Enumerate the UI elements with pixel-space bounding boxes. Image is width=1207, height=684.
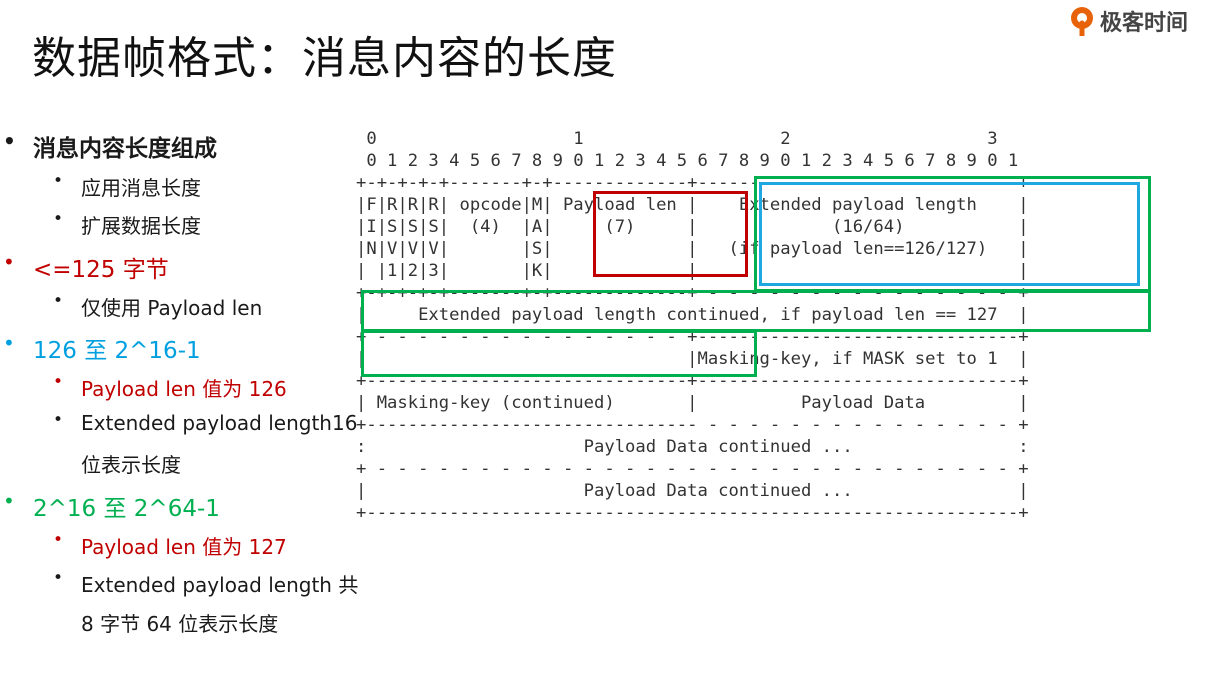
diagram-line: |N|V|V|V| |S| | (if payload len==126/127… <box>356 239 1029 259</box>
diagram-line: 0 1 2 3 <box>356 129 998 149</box>
bullet-item: • 消息内容长度组成 <box>3 129 217 163</box>
bullet-item: • 2^16 至 2^64-1 <box>3 489 220 522</box>
bullet-text: Extended payload length16 <box>81 411 358 435</box>
bullet-text: Extended payload length 共 <box>81 573 359 597</box>
diagram-line: | Masking-key (continued) | Payload Data… <box>356 393 1029 413</box>
bullet-item-continued: 位表示长度 <box>81 449 181 478</box>
bullet-item: • <=125 字节 <box>3 250 169 283</box>
bullet-item: • 扩展数据长度 <box>53 209 201 238</box>
bullet-text: 126 至 2^16-1 <box>33 338 201 364</box>
bullet-text: Payload len 值为 126 <box>81 377 287 401</box>
logo-text: 极客时间 <box>1100 11 1189 36</box>
bullet-text: 应用消息长度 <box>81 176 201 200</box>
bullet-dot: • <box>3 129 16 153</box>
brand-logo: 极客时间 <box>1068 4 1188 38</box>
extended-length-16-highlight <box>759 182 1140 286</box>
bullet-text: 扩展数据长度 <box>81 214 201 238</box>
extended-length-64-highlight-middle <box>361 290 1151 332</box>
bullet-item: • Extended payload length 共 <box>53 568 359 597</box>
bullet-text: <=125 字节 <box>33 257 169 283</box>
geektime-logo-icon <box>1071 7 1093 36</box>
bullet-text: Payload len 值为 127 <box>81 535 287 559</box>
diagram-line: | |1|2|3| |K| | | <box>356 261 1029 281</box>
bullet-item: • 126 至 2^16-1 <box>3 331 201 364</box>
diagram-line: | Payload Data continued ... | <box>356 481 1029 501</box>
bullet-text: 消息内容长度组成 <box>33 136 217 162</box>
diagram-line: +-+-+-+-+-------+-+-------------+ - - - … <box>356 283 1029 303</box>
diagram-line: +-------------------------------- - - - … <box>356 415 1029 435</box>
bullet-item: • Payload len 值为 126 <box>53 372 287 401</box>
diagram-line: + - - - - - - - - - - - - - - - +-------… <box>356 327 1029 347</box>
bullet-text: 8 字节 64 位表示长度 <box>81 612 279 636</box>
extended-length-64-highlight-top <box>754 176 1151 292</box>
page-title: 数据帧格式：消息内容的长度 <box>32 33 617 84</box>
bullet-item: • 仅使用 Payload len <box>53 291 263 320</box>
bullet-item: • Payload len 值为 127 <box>53 530 287 559</box>
diagram-line: |F|R|R|R| opcode|M| Payload len | Extend… <box>356 195 1029 215</box>
bullet-text: 仅使用 Payload len <box>81 296 263 320</box>
diagram-line: |I|S|S|S| (4) |A| (7) | (16/64) | <box>356 217 1029 237</box>
extended-length-64-highlight-bottom <box>361 330 757 377</box>
diagram-line: 0 1 2 3 4 5 6 7 8 9 0 1 2 3 4 5 6 7 8 9 … <box>356 151 1019 171</box>
payload-len-highlight <box>593 191 748 277</box>
bullet-item-continued: 8 字节 64 位表示长度 <box>81 608 278 637</box>
diagram-line: : Payload Data continued ... : <box>356 437 1029 457</box>
diagram-line: +---------------------------------------… <box>356 503 1029 523</box>
diagram-line: + - - - - - - - - - - - - - - - - - - - … <box>356 459 1029 479</box>
bullet-text: 2^16 至 2^64-1 <box>33 496 220 522</box>
bullet-item: • 应用消息长度 <box>53 171 201 200</box>
bullet-item: • Extended payload length16 <box>53 410 358 435</box>
bullet-text: 位表示长度 <box>81 453 181 477</box>
